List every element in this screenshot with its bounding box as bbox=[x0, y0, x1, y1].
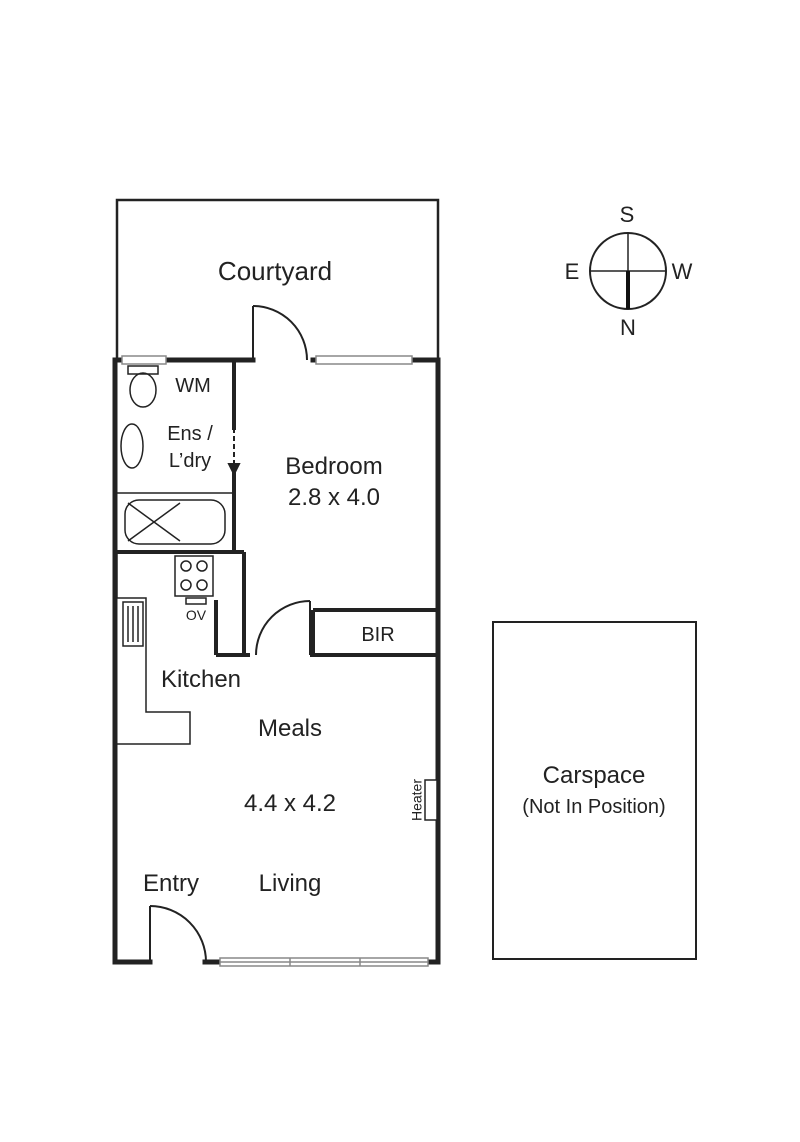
doors bbox=[149, 305, 311, 963]
meals-label: Meals bbox=[258, 715, 322, 742]
courtyard-outline bbox=[115, 198, 440, 362]
ensuite-fixtures bbox=[117, 365, 234, 545]
carspace-note: (Not In Position) bbox=[522, 796, 665, 818]
interior-walls bbox=[115, 360, 438, 657]
compass-south: S bbox=[620, 202, 635, 227]
entry-label: Entry bbox=[143, 870, 199, 897]
compass-west: W bbox=[672, 259, 693, 284]
bir-label: BIR bbox=[361, 624, 394, 646]
ensuite-label-line1: Ens / bbox=[167, 423, 213, 445]
living-size-label: 4.4 x 4.2 bbox=[244, 790, 336, 817]
carspace-label: Carspace bbox=[543, 762, 646, 789]
bedroom-size-label: 2.8 x 4.0 bbox=[288, 484, 380, 511]
carspace-outline bbox=[492, 621, 697, 960]
wm-label: WM bbox=[175, 375, 211, 397]
bedroom-label: Bedroom bbox=[285, 453, 382, 480]
courtyard-label: Courtyard bbox=[218, 256, 332, 286]
heater-unit bbox=[424, 779, 438, 821]
heater-label: Heater bbox=[409, 779, 425, 821]
oven-label: OV bbox=[186, 607, 207, 623]
kitchen-fixtures bbox=[116, 552, 214, 745]
compass-north: N bbox=[620, 315, 636, 340]
compass-icon bbox=[589, 232, 667, 310]
windows bbox=[121, 355, 429, 967]
ensuite-label-line2: L’dry bbox=[169, 450, 211, 472]
living-label: Living bbox=[259, 870, 322, 897]
sliding-door bbox=[227, 420, 241, 477]
compass-east: E bbox=[565, 259, 580, 284]
kitchen-label: Kitchen bbox=[161, 666, 241, 693]
